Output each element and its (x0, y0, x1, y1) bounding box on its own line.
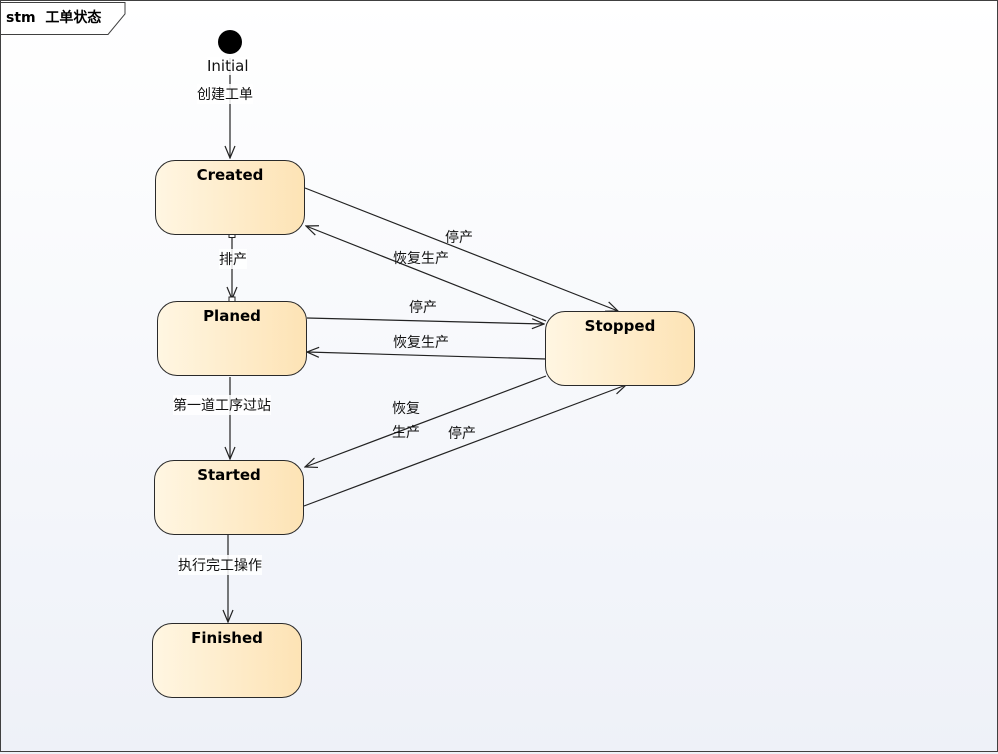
edge-stopped-created[interactable] (306, 226, 547, 322)
label-stopped-created: 恢复生产 (393, 251, 449, 267)
label-stopped-planed: 恢复生产 (393, 335, 449, 351)
edge-planed-stopped[interactable] (306, 317, 544, 324)
state-stopped[interactable]: Stopped (545, 311, 695, 386)
state-started[interactable]: Started (154, 460, 304, 535)
state-planed-label: Planed (203, 307, 261, 325)
label-created-planed: 排产 (219, 249, 247, 269)
state-stopped-label: Stopped (584, 317, 656, 335)
edge-stopped-planed[interactable] (307, 352, 547, 360)
label-planed-stopped: 停产 (409, 300, 437, 316)
state-started-label: Started (197, 466, 261, 484)
edge-started-stopped[interactable] (303, 385, 626, 507)
state-finished-label: Finished (191, 629, 263, 647)
state-created-label: Created (196, 166, 264, 184)
state-planed[interactable]: Planed (157, 301, 307, 376)
label-started-finished: 执行完工操作 (178, 555, 262, 575)
label-initial-created: 创建工单 (197, 84, 253, 104)
frame-title: stm 工单状态 (6, 7, 101, 27)
label-planed-started: 第一道工序过站 (173, 395, 271, 415)
edge-created-stopped[interactable] (304, 187, 618, 311)
frame-tab (0, 2, 126, 35)
label-stopped-started-line2: 生产 (392, 425, 420, 441)
label-created-stopped: 停产 (445, 230, 473, 246)
frame-kind: stm (6, 10, 36, 26)
state-created[interactable]: Created (155, 160, 305, 235)
edge-stopped-started[interactable] (305, 375, 547, 467)
label-started-stopped: 停产 (448, 426, 476, 442)
label-stopped-started-line1: 恢复 (392, 401, 420, 417)
initial-label: Initial (207, 57, 249, 75)
initial-node[interactable] (218, 30, 242, 54)
frame-name: 工单状态 (45, 10, 102, 26)
state-finished[interactable]: Finished (152, 623, 302, 698)
